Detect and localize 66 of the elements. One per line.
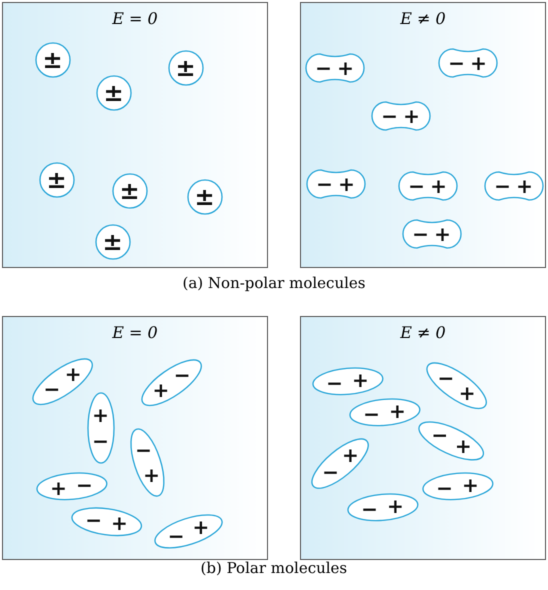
- nonpolar-molecule: [96, 224, 130, 258]
- charge-signs: ±: [41, 44, 64, 76]
- charge-signs: + −: [49, 473, 94, 500]
- charge-signs: − +: [360, 494, 405, 521]
- field-label: E ≠ 0: [399, 9, 447, 28]
- charge-signs: − +: [411, 220, 452, 248]
- charge-signs: − +: [447, 50, 488, 76]
- charge-signs: − +: [166, 515, 210, 548]
- induced-dipole-molecule: [372, 102, 430, 130]
- charge-signs: + −: [151, 362, 192, 404]
- induced-dipole-molecule: [306, 170, 364, 198]
- charge-signs: − +: [84, 508, 129, 536]
- charge-signs: ±: [193, 182, 216, 212]
- polar-molecule: [88, 392, 114, 462]
- charge-signs: + −: [91, 402, 110, 454]
- field-label: E = 0: [111, 9, 159, 28]
- field-panel: [2, 2, 268, 268]
- charge-signs: ±: [101, 226, 124, 258]
- charge-signs: ±: [45, 164, 68, 196]
- nonpolar-molecule: [96, 76, 130, 110]
- charge-signs: − +: [321, 442, 360, 486]
- charge-signs: ±: [102, 78, 125, 108]
- field-panel: [300, 316, 546, 560]
- charge-signs: − +: [436, 365, 477, 407]
- charge-signs: − +: [407, 172, 448, 200]
- figure-caption: (b) Polar molecules: [200, 559, 348, 577]
- nonpolar-molecule: [36, 42, 70, 76]
- charge-signs: − +: [325, 368, 370, 395]
- charge-signs: − +: [435, 473, 480, 500]
- polar-molecule: [32, 358, 92, 404]
- polar-molecule: [419, 422, 484, 460]
- induced-dipole-molecule: [398, 172, 456, 200]
- polar-molecule: [142, 360, 202, 406]
- induced-dipole-molecule: [402, 220, 460, 248]
- charge-signs: ±: [174, 52, 197, 84]
- polar-molecule: [131, 428, 164, 496]
- charge-signs: − +: [134, 437, 161, 489]
- charge-signs: − +: [493, 172, 534, 200]
- polar-molecule: [350, 399, 420, 426]
- charge-signs: − +: [315, 170, 356, 198]
- charge-signs: − +: [314, 54, 355, 82]
- figure-caption: (a) Non-polar molecules: [182, 274, 366, 292]
- field-label: E ≠ 0: [399, 323, 447, 342]
- charge-signs: − +: [380, 102, 421, 130]
- polar-molecule: [422, 473, 492, 500]
- polar-molecule: [72, 508, 142, 536]
- polar-molecule: [312, 438, 369, 488]
- polar-molecule: [426, 362, 486, 408]
- induced-dipole-molecule: [438, 48, 496, 76]
- induced-dipole-molecule: [484, 172, 542, 200]
- charge-signs: ±: [118, 176, 141, 206]
- induced-dipole-molecule: [306, 54, 364, 82]
- nonpolar-molecule: [168, 50, 202, 84]
- charge-signs: − +: [362, 399, 407, 426]
- nonpolar-molecule: [188, 180, 222, 214]
- field-panel: [300, 2, 546, 268]
- nonpolar-molecule: [112, 174, 146, 208]
- field-panel: [2, 316, 268, 560]
- polar-molecule: [348, 494, 418, 521]
- charge-signs: − +: [430, 422, 473, 460]
- charge-signs: − +: [42, 361, 83, 403]
- nonpolar-molecule: [40, 162, 74, 196]
- polar-molecule: [312, 368, 382, 395]
- polar-molecule: [154, 515, 222, 548]
- field-label: E = 0: [111, 323, 159, 342]
- polar-molecule: [36, 473, 106, 500]
